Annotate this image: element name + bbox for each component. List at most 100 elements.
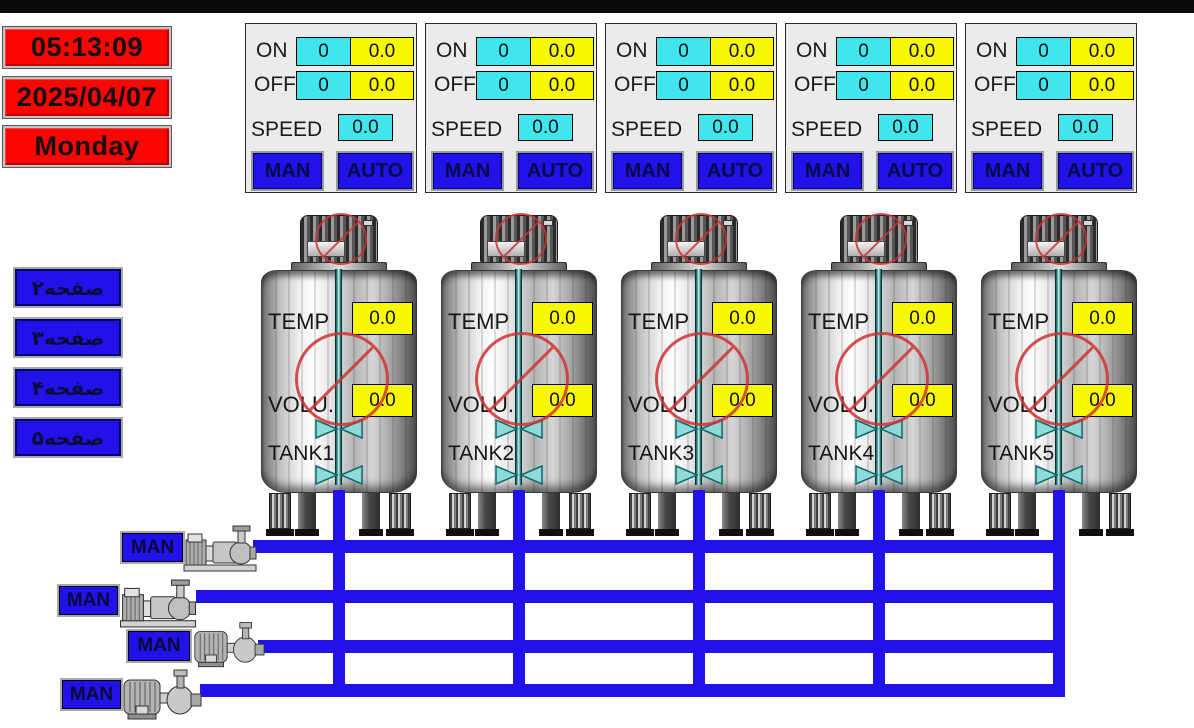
temp-value: 0.0 [1072, 302, 1133, 335]
temp-label: TEMP [448, 309, 510, 334]
man-mode-button[interactable]: MAN [611, 151, 684, 191]
mixer-control-panel: ON 0 0.0 OFF 0 0.0 SPEED 0.0 MAN AUTO [965, 23, 1137, 193]
motor-stopped-icon [855, 213, 907, 265]
tank-foot [446, 529, 474, 536]
temp-value: 0.0 [892, 302, 953, 335]
on-label: ON [796, 39, 828, 62]
day-display: Monday [2, 125, 172, 168]
speed-field[interactable]: 0.0 [878, 114, 933, 141]
off-count-field[interactable]: 0 [836, 71, 891, 100]
pump-3-icon [194, 622, 265, 668]
speed-field[interactable]: 0.0 [1058, 114, 1113, 141]
tank-foot [1015, 529, 1039, 536]
off-count-field[interactable]: 0 [476, 71, 531, 100]
impeller-icon [1035, 419, 1083, 439]
on-count-field[interactable]: 0 [296, 37, 351, 66]
header-pipe [200, 684, 1065, 697]
on-count-field[interactable]: 0 [476, 37, 531, 66]
man-mode-button[interactable]: MAN [431, 151, 504, 191]
speed-field[interactable]: 0.0 [698, 114, 753, 141]
auto-mode-button[interactable]: AUTO [876, 151, 954, 191]
tank-leg [722, 493, 740, 529]
tank-leg [298, 493, 316, 529]
impeller-icon [315, 419, 363, 439]
auto-mode-button[interactable]: AUTO [1056, 151, 1134, 191]
tank-leg [569, 493, 591, 529]
tank-name-label: TANK1 [268, 442, 335, 465]
off-label: OFF [254, 73, 296, 96]
pump-3-man-button[interactable]: MAN [126, 629, 192, 663]
auto-mode-button[interactable]: AUTO [336, 151, 414, 191]
speed-field[interactable]: 0.0 [338, 114, 393, 141]
impeller-icon [675, 419, 723, 439]
tank-leg [989, 493, 1011, 529]
tank-foot [295, 529, 319, 536]
tank-name-label: TANK3 [628, 442, 695, 465]
motor-stopped-icon [675, 213, 727, 265]
on-label: ON [256, 39, 288, 62]
mixer-stopped-icon [295, 332, 389, 426]
man-mode-button[interactable]: MAN [971, 151, 1044, 191]
pump-1-icon [183, 525, 257, 572]
speed-label: SPEED [251, 118, 323, 141]
header-pipe [258, 640, 1065, 653]
tank-leg [449, 493, 471, 529]
motor-stopped-icon [495, 213, 547, 265]
tank-leg [838, 493, 856, 529]
temp-label: TEMP [628, 309, 690, 334]
pump-4-man-button[interactable]: MAN [60, 678, 123, 711]
pump-4-icon [123, 669, 202, 720]
tank-name-label: TANK5 [988, 442, 1055, 465]
on-time-value: 0.0 [1070, 37, 1134, 66]
temp-label: TEMP [988, 309, 1050, 334]
top-bar [0, 0, 1194, 13]
tank-name-label: TANK4 [808, 442, 875, 465]
mixing-tank: TEMP 0.0 VOLU. 0.0 TANK2 [441, 213, 597, 539]
nav-page-2-button[interactable]: صفحه۲ [13, 267, 123, 308]
tank-foot [626, 529, 654, 536]
page-nav: صفحه۲ صفحه۳ صفحه۴ صفحه۵ [13, 267, 123, 458]
pump-1-man-button[interactable]: MAN [120, 531, 185, 564]
tank-leg [929, 493, 951, 529]
tank-leg [362, 493, 380, 529]
off-count-field[interactable]: 0 [1016, 71, 1071, 100]
tank-foot [806, 529, 834, 536]
on-count-field[interactable]: 0 [836, 37, 891, 66]
off-count-field[interactable]: 0 [296, 71, 351, 100]
off-time-value: 0.0 [530, 71, 594, 100]
tank-leg [1109, 493, 1131, 529]
off-label: OFF [614, 73, 656, 96]
man-mode-button[interactable]: MAN [791, 151, 864, 191]
off-time-value: 0.0 [350, 71, 414, 100]
mixer-stopped-icon [475, 332, 569, 426]
on-count-field[interactable]: 0 [1016, 37, 1071, 66]
auto-mode-button[interactable]: AUTO [696, 151, 774, 191]
on-count-field[interactable]: 0 [656, 37, 711, 66]
nav-page-4-button[interactable]: صفحه۴ [13, 367, 123, 408]
man-mode-button[interactable]: MAN [251, 151, 324, 191]
auto-mode-button[interactable]: AUTO [516, 151, 594, 191]
mixing-tank: TEMP 0.0 VOLU. 0.0 TANK5 [981, 213, 1137, 539]
mixer-control-panel: ON 0 0.0 OFF 0 0.0 SPEED 0.0 MAN AUTO [425, 23, 597, 193]
temp-label: TEMP [808, 309, 870, 334]
header-pipe [253, 540, 1065, 553]
pump-2-icon [119, 579, 197, 628]
off-label: OFF [434, 73, 476, 96]
motor-cap [1083, 220, 1093, 226]
tank-leg [749, 493, 771, 529]
off-time-value: 0.0 [890, 71, 954, 100]
motor-cap [363, 220, 373, 226]
tank-foot [539, 529, 563, 536]
pump-2-man-button[interactable]: MAN [57, 584, 120, 617]
nav-page-3-button[interactable]: صفحه۳ [13, 317, 123, 358]
tank-foot [835, 529, 859, 536]
tank-name-label: TANK2 [448, 442, 515, 465]
speed-field[interactable]: 0.0 [518, 114, 573, 141]
nav-page-5-button[interactable]: صفحه۵ [13, 417, 123, 458]
mixing-tank: TEMP 0.0 VOLU. 0.0 TANK1 [261, 213, 417, 539]
off-count-field[interactable]: 0 [656, 71, 711, 100]
tank-foot [926, 529, 954, 536]
tank-leg [902, 493, 920, 529]
impeller-icon [495, 419, 543, 439]
